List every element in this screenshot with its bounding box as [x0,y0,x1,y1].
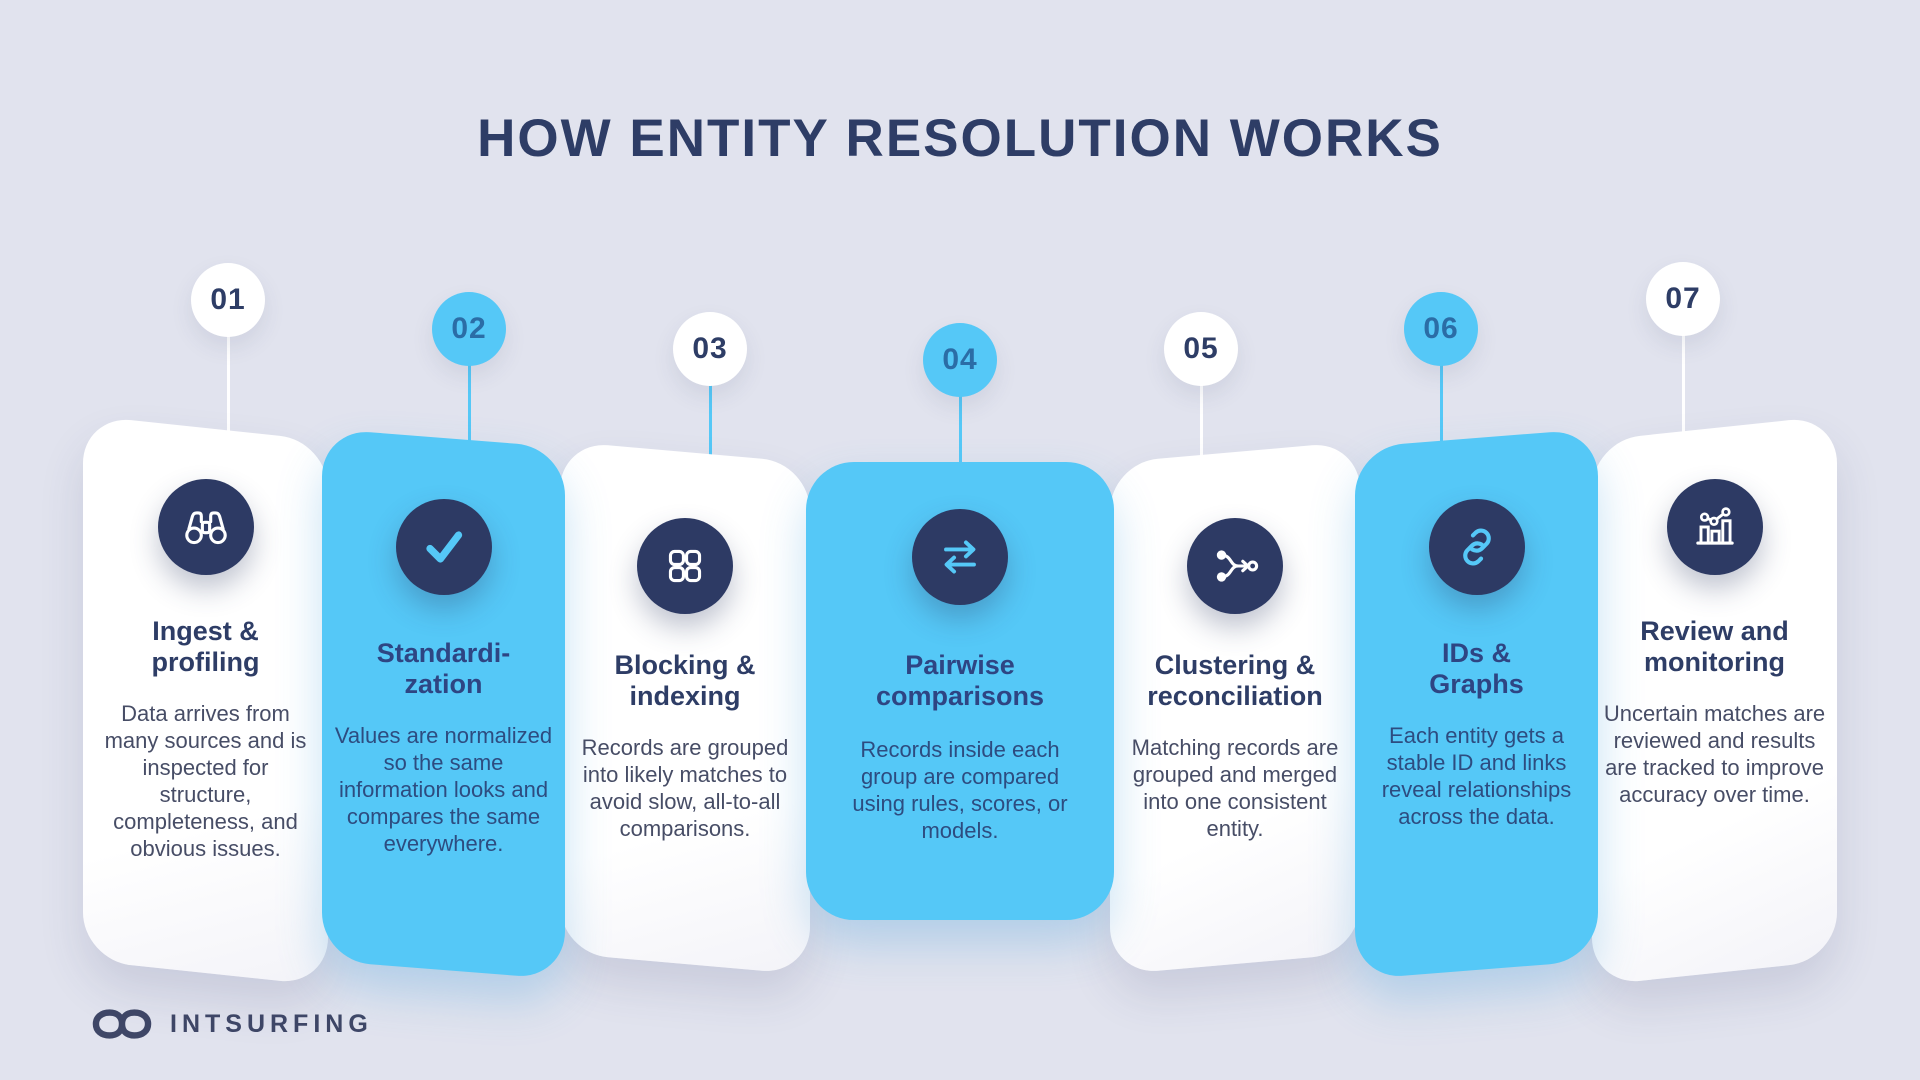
step-title-line1: Clustering & [1154,650,1316,680]
step-title-line2: monitoring [1644,647,1785,677]
step-number-circle: 01 [191,263,265,337]
step-number: 04 [942,343,978,376]
connector-line [708,384,712,458]
step-title-line2: indexing [629,681,741,711]
step-number: 05 [1183,332,1219,365]
step-description: Matching records are grouped and merged … [1131,735,1339,841]
connector-line [1199,384,1203,458]
checkmark-icon [395,499,492,595]
step-card [806,462,1114,920]
step-number-circle: 05 [1164,312,1238,386]
chart-icon [1666,479,1763,575]
connector-line [467,364,471,444]
step-card [83,415,328,986]
step-description: Each entity gets a stable ID and links r… [1381,723,1572,829]
step-title: IDs & Graphs [1368,638,1586,700]
step-title-line2: comparisons [875,681,1045,711]
step-title: Pairwise comparisons [836,650,1084,712]
brand-name: INTSURFING [170,1009,373,1038]
step-card [322,428,565,980]
step-title-line1: Pairwise [905,650,1015,680]
page-title: HOW ENTITY RESOLUTION WORKS [477,109,1443,168]
step-title: Ingest & profiling [99,616,313,678]
connector-line [1439,364,1443,444]
blocks-icon [637,518,733,614]
step-title: Standardi- zation [335,638,553,700]
connector-line [226,335,230,436]
step-number-circle: 02 [432,292,506,366]
step-number-circle: 03 [673,312,747,386]
step-description: Records are grouped into likely matches … [581,735,789,841]
step-card [1110,441,1360,975]
step-title-line2: zation [404,669,483,699]
step-description: Values are normalized so the same inform… [334,723,553,856]
infinity-icon [92,1009,152,1039]
step-card [560,441,810,975]
step-number: 03 [692,332,728,365]
binoculars-icon [157,479,254,575]
step-title-line1: IDs & [1441,638,1512,668]
step-description: Records inside each group are compared u… [852,737,1068,843]
step-title-line2: profiling [151,647,260,677]
link-icon [1428,499,1525,595]
step-description: Uncertain matches are reviewed and resul… [1603,701,1826,807]
step-number: 02 [451,312,487,345]
step-card [1355,428,1598,980]
step-number: 01 [210,283,246,316]
step-content: IDs & Graphs Each entity gets a stable I… [1368,499,1586,970]
connector-line [1681,334,1685,436]
step-number-circle: 07 [1646,262,1720,336]
step-content: Review and monitoring Uncertain matches … [1604,479,1826,973]
step-card [1592,415,1837,986]
connector-line [958,395,962,465]
step-title-line1: Ingest & [152,616,259,646]
step-number-circle: 04 [923,323,997,397]
step-content: Clustering & reconciliation Matching rec… [1123,518,1347,964]
step-title-line2: Graphs [1429,669,1524,699]
step-title-line1: Review and [1640,616,1789,646]
step-title-line1: Standardi- [376,638,511,668]
step-title-line2: reconciliation [1147,681,1323,711]
step-number: 06 [1423,312,1459,345]
brand-logo: INTSURFING [90,1005,373,1043]
merge-icon [1187,518,1283,614]
step-title: Blocking & indexing [573,650,797,712]
step-number-circle: 06 [1404,292,1478,366]
step-title: Review and monitoring [1604,616,1826,678]
step-number: 07 [1665,282,1701,315]
step-description: Data arrives from many sources and is in… [104,701,307,861]
swap-arrows-icon [912,509,1008,605]
step-content: Blocking & indexing Records are grouped … [573,518,797,964]
step-title: Clustering & reconciliation [1123,650,1347,712]
step-content: Pairwise comparisons Records inside each… [836,509,1084,920]
step-content: Ingest & profiling Data arrives from man… [99,479,313,973]
step-title-line1: Blocking & [614,650,756,680]
step-content: Standardi- zation Values are normalized … [335,499,553,970]
